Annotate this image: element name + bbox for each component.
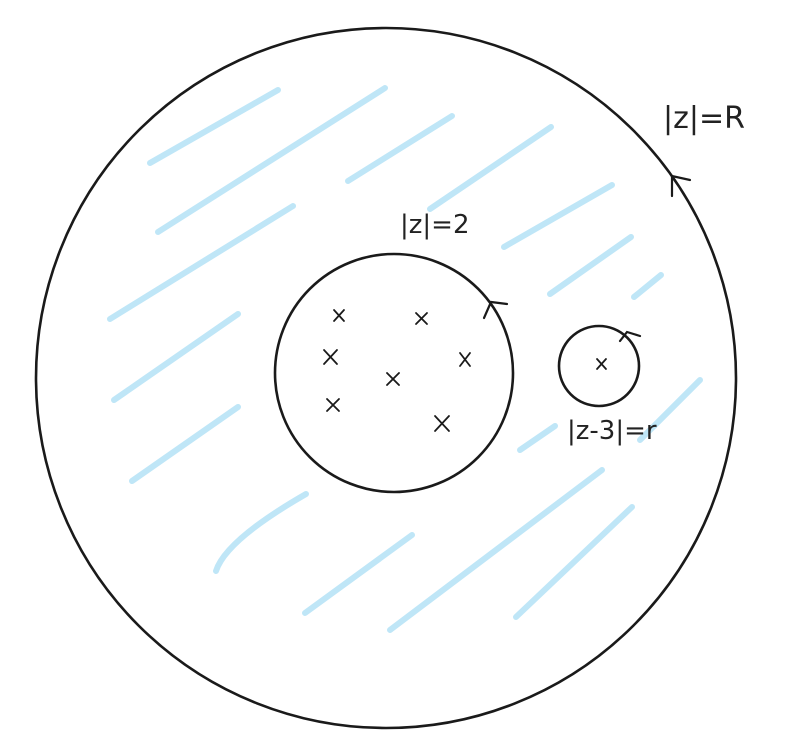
small-contour [557,324,641,408]
small-singularity-mark-icon [596,358,607,370]
singularity-mark-icon [326,398,340,412]
singularity-mark-icon [459,352,471,367]
middle-contour-label: |z|=2 [400,210,470,240]
singularity-mark-icon [323,349,338,365]
middle-arrow-icon [482,300,509,320]
singularity-marks [323,309,607,432]
singularity-mark-icon [415,312,428,325]
singularity-mark-icon [386,372,400,386]
singularity-mark-icon [434,415,450,432]
middle-contour [273,252,515,494]
shaded-region [107,85,703,633]
small-contour-label: |z-3|=r [567,416,657,446]
outer-contour-label: |z|=R [663,101,745,136]
outer-arrow-icon [670,174,692,198]
singularity-mark-icon [333,309,345,322]
outer-contour [34,26,738,730]
small-arrow-icon [618,330,642,343]
